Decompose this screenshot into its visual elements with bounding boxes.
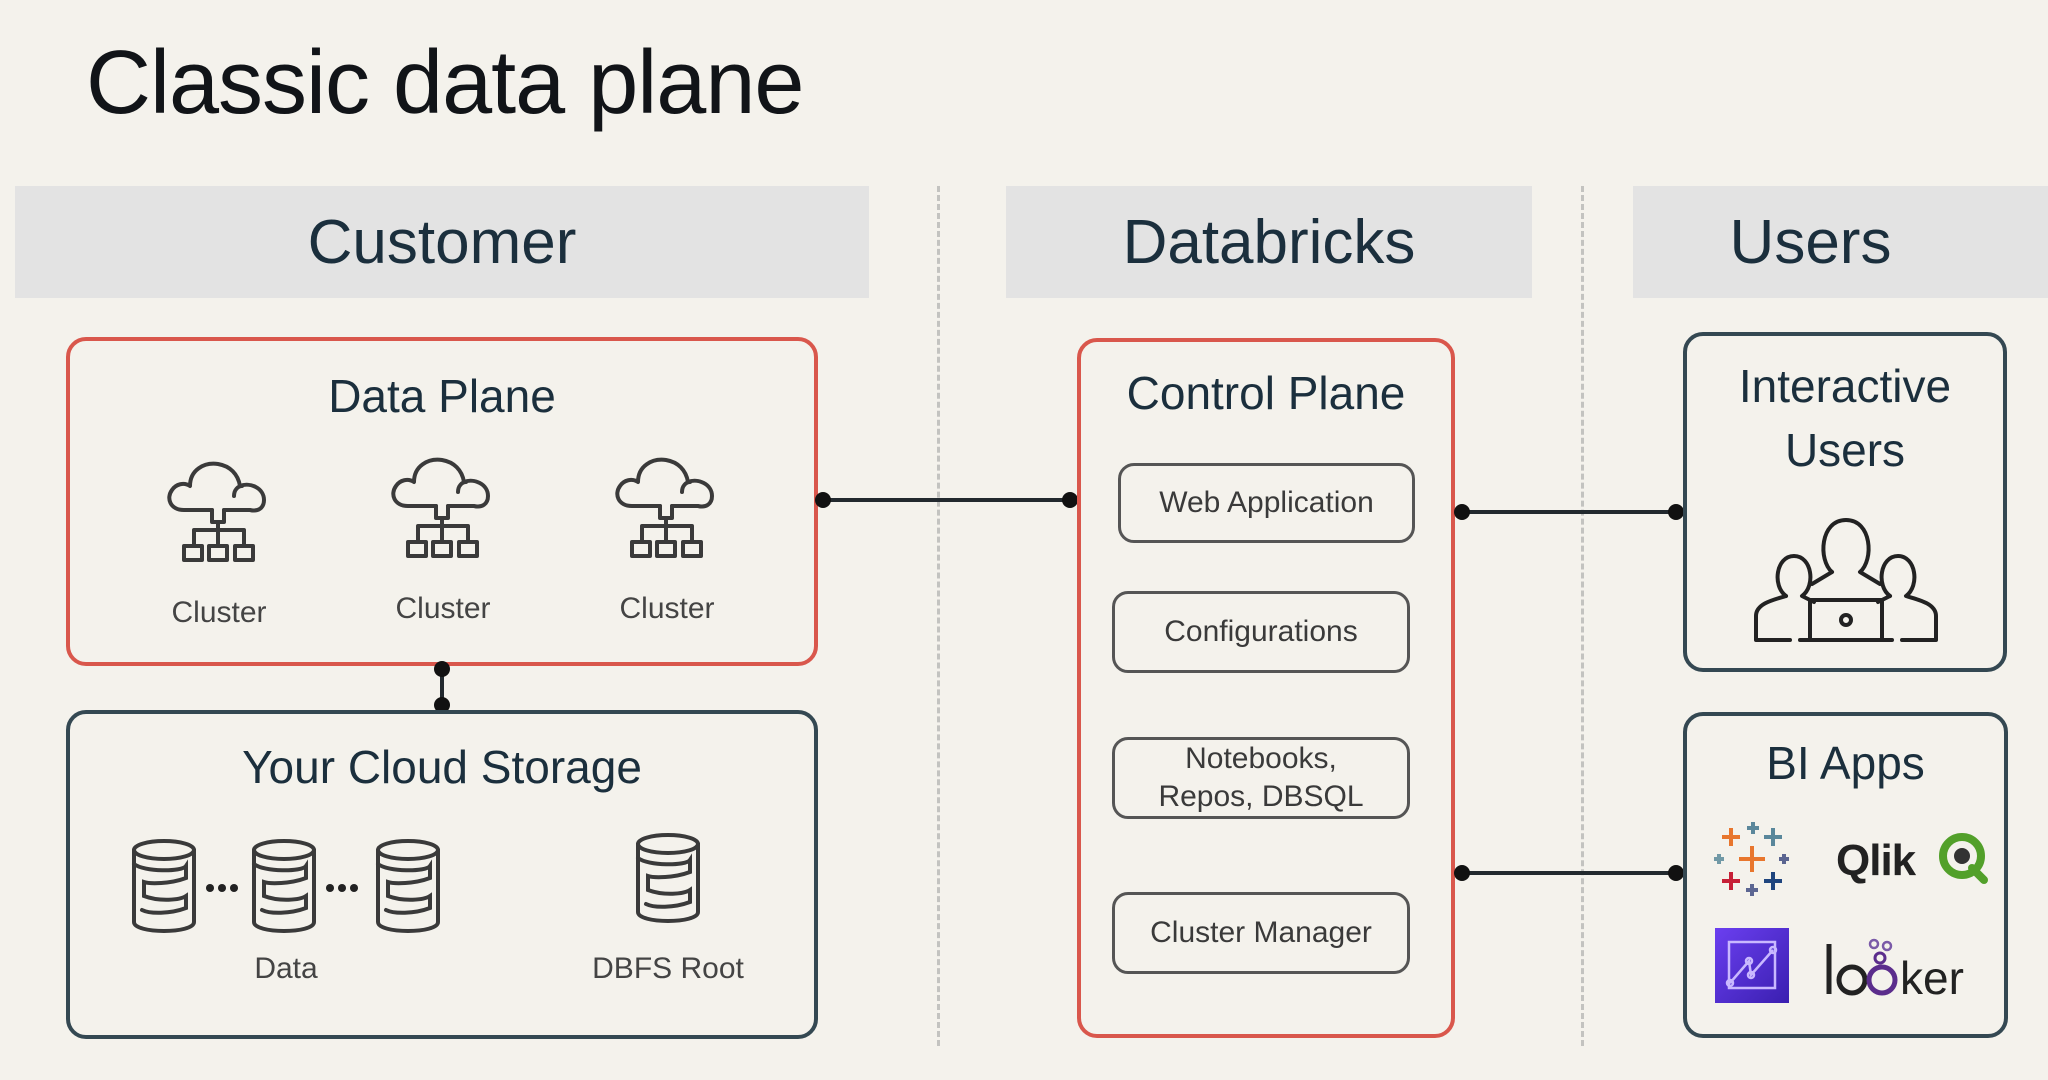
connector-data-control bbox=[820, 498, 1076, 502]
column-header-users: Users bbox=[1633, 186, 2048, 298]
users-with-laptop-icon bbox=[1752, 516, 1940, 644]
connector-dot bbox=[1668, 504, 1684, 520]
cluster-label: Cluster bbox=[171, 596, 267, 629]
data-storage-icons bbox=[130, 838, 450, 934]
cloud-cluster-icon bbox=[388, 456, 498, 568]
control-plane-box[interactable]: Control Plane bbox=[1077, 338, 1455, 1038]
page-title: Classic data plane bbox=[86, 33, 804, 133]
column-header-databricks: Databricks bbox=[1006, 186, 1532, 298]
connector-dot bbox=[1454, 865, 1470, 881]
database-icon bbox=[252, 839, 316, 933]
cluster-label: Cluster bbox=[619, 592, 715, 625]
interactive-users-title: Interactive Users bbox=[1738, 360, 1952, 476]
cluster-manager-label: Cluster Manager bbox=[1150, 916, 1372, 949]
cluster-manager-box[interactable]: Cluster Manager bbox=[1112, 892, 1410, 974]
data-plane-title: Data Plane bbox=[328, 370, 556, 422]
data-label: Data bbox=[254, 952, 318, 985]
configurations-label: Configurations bbox=[1164, 615, 1358, 648]
dbfs-root-label: DBFS Root bbox=[592, 952, 744, 985]
column-divider bbox=[937, 186, 940, 1046]
cloud-storage-title: Your Cloud Storage bbox=[242, 741, 642, 793]
ellipsis-icon bbox=[206, 884, 358, 892]
column-header-users-label: Users bbox=[1729, 207, 1892, 277]
database-icon bbox=[376, 839, 440, 933]
bi-apps-box[interactable]: BI Apps bbox=[1683, 712, 2008, 1038]
connector-dot bbox=[434, 661, 450, 677]
interactive-users-box[interactable]: Interactive Users bbox=[1683, 332, 2007, 672]
notebooks-repos-dbsql-label: Notebooks, Repos, DBSQL bbox=[1158, 742, 1364, 813]
control-plane-title: Control Plane bbox=[1126, 367, 1406, 419]
column-divider bbox=[1581, 186, 1584, 1046]
connector-control-interactive-users bbox=[1460, 510, 1680, 514]
configurations-box[interactable]: Configurations bbox=[1112, 591, 1410, 673]
svg-text:ker: ker bbox=[1900, 952, 1964, 1004]
web-application-box[interactable]: Web Application bbox=[1118, 463, 1415, 543]
column-header-customer: Customer bbox=[15, 186, 869, 298]
connector-dot bbox=[815, 492, 831, 508]
connector-data-plane-storage bbox=[440, 666, 444, 710]
notebooks-repos-dbsql-box[interactable]: Notebooks, Repos, DBSQL bbox=[1112, 737, 1410, 819]
looker-logo-icon: ker bbox=[1824, 934, 1980, 1004]
cloud-cluster-icon bbox=[164, 460, 274, 572]
column-header-databricks-label: Databricks bbox=[1122, 207, 1416, 277]
quicksight-logo-icon bbox=[1715, 928, 1789, 1003]
bi-apps-title: BI Apps bbox=[1766, 737, 1925, 789]
cloud-storage-box[interactable]: Your Cloud Storage bbox=[66, 710, 818, 1039]
qlik-logo-icon: Qlik bbox=[1836, 830, 1992, 886]
database-icon bbox=[634, 832, 706, 928]
qlik-logo-text: Qlik bbox=[1836, 836, 1916, 885]
cloud-cluster-icon bbox=[612, 456, 722, 568]
database-icon bbox=[132, 839, 196, 933]
connector-dot bbox=[434, 697, 450, 713]
column-header-customer-label: Customer bbox=[307, 207, 577, 277]
connector-dot bbox=[1454, 504, 1470, 520]
connector-control-bi-apps bbox=[1460, 871, 1680, 875]
cluster-label: Cluster bbox=[395, 592, 491, 625]
tableau-logo-icon bbox=[1713, 820, 1791, 898]
web-application-label: Web Application bbox=[1159, 486, 1374, 519]
connector-dot bbox=[1668, 865, 1684, 881]
connector-dot bbox=[1062, 492, 1078, 508]
